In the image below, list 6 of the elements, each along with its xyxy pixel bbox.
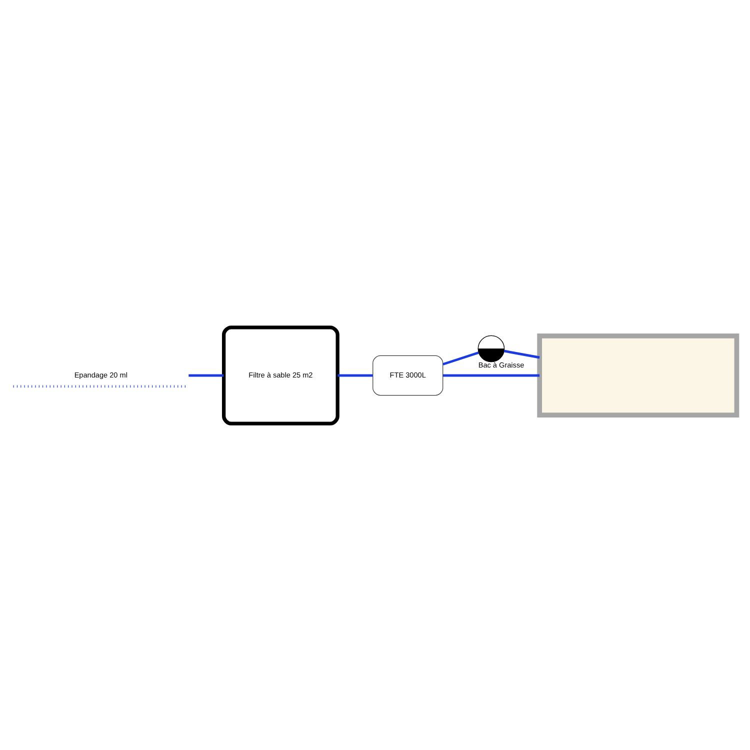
connector — [188, 374, 224, 376]
connector — [442, 350, 480, 365]
node-box — [537, 333, 740, 417]
connector — [338, 374, 373, 376]
connector — [443, 374, 540, 376]
connector — [504, 349, 540, 358]
